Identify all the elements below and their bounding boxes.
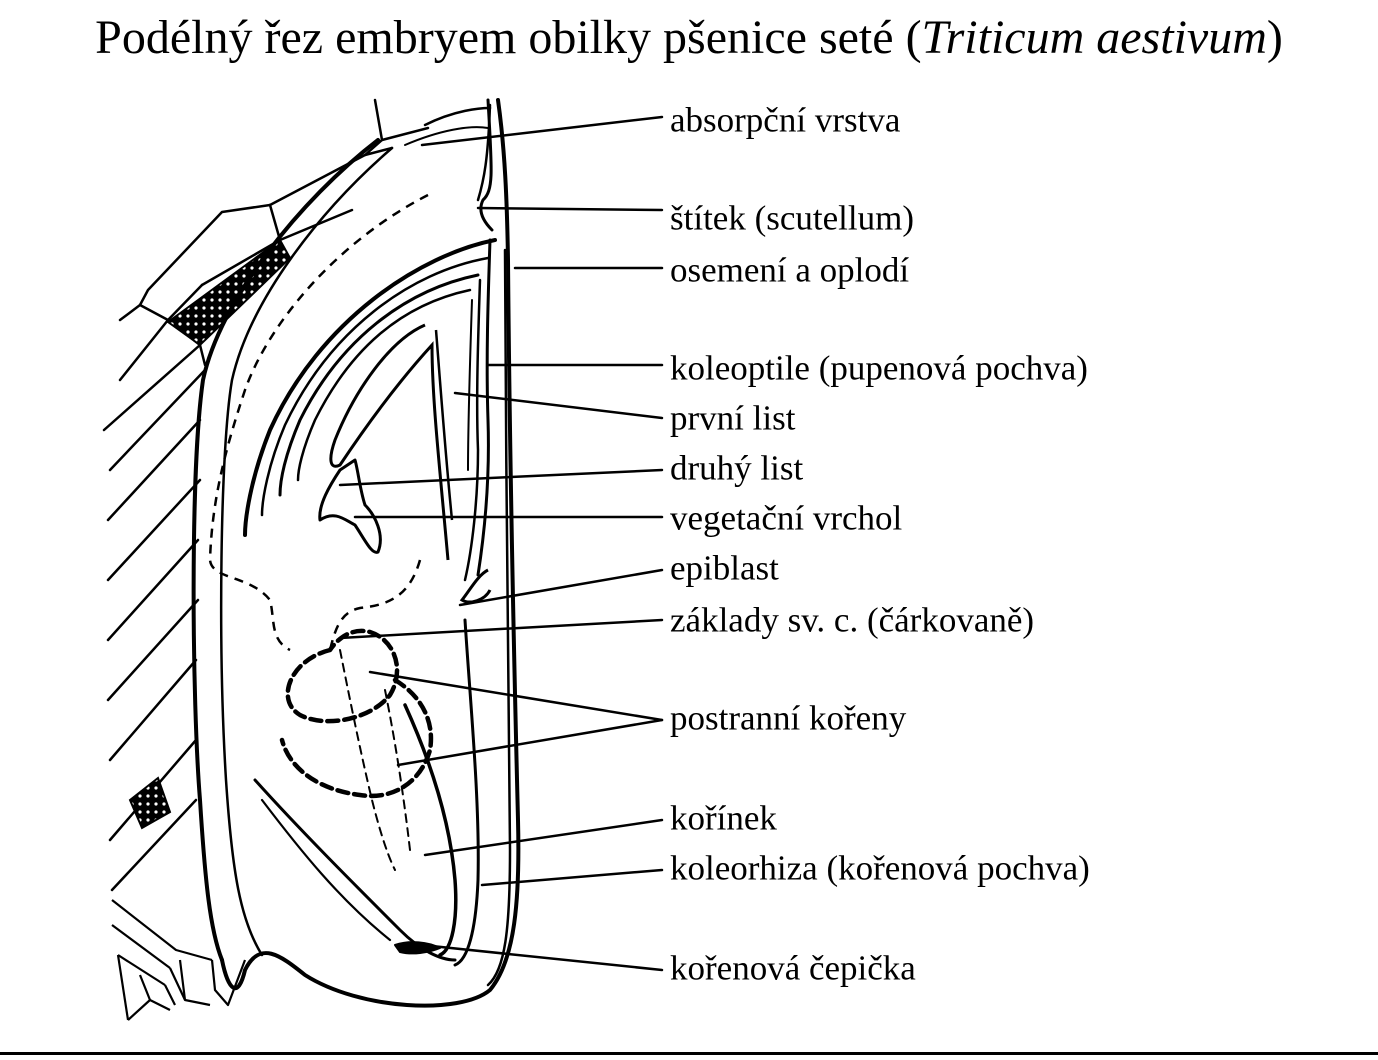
label-postranni-koreny: postranní kořeny [670,698,907,738]
label-koleoptile: koleoptile (pupenová pochva) [670,348,1088,388]
outer-boundary [191,98,521,1008]
vascular-dashed [328,559,422,651]
label-zaklady: základy sv. c. (čárkovaně) [670,600,1035,640]
leader-stitek [476,206,664,212]
leader-epiblast [458,568,664,607]
epiblast [459,568,492,604]
leader-koleorhiza [480,868,664,887]
label-prvni-list: první list [670,398,796,438]
label-stitek: štítek (scutellum) [670,198,914,238]
title-latin-name: Triticum aestivum [921,11,1267,64]
leader-druhy-list [338,468,664,487]
first-leaf [329,323,450,561]
label-druhy-list: druhý list [670,448,804,488]
lateral-roots [279,628,434,799]
radicle [253,618,480,967]
endosperm-cells [102,98,430,892]
label-absorpcni-vrstva: absorpční vrstva [670,100,901,140]
label-osemeni: osemení a oplodí [670,250,910,290]
coleoptile-arcs [243,238,497,582]
title-close: ) [1266,11,1283,64]
label-koleorhiza: koleorhiza (kořenová pochva) [670,848,1090,888]
label-vegetacni-vrchol: vegetační vrchol [670,498,903,538]
first-leaf-inner [434,329,454,521]
leader-postranni-koreny-2 [396,718,664,767]
label-korenova-cepicka: kořenová čepička [670,948,916,988]
label-korinek: kořínek [670,798,777,838]
label-epiblast: epiblast [670,548,779,588]
bottom-rule [0,1052,1378,1055]
second-leaf [318,458,382,554]
leader-prvni-list [453,391,664,420]
leader-lines [338,115,664,972]
leader-absorpcni-vrstva [420,115,664,147]
leader-postranni-koreny-1 [368,670,664,722]
title-text: Podélný řez embryem obilky pšenice seté … [95,11,922,64]
leader-korenova-cepicka [420,943,664,972]
scutellum-dashed [208,193,429,652]
dotted-cell-lower [128,776,172,830]
dotted-cell-upper [166,238,292,347]
diagram-title: Podélný řez embryem obilky pšenice seté … [0,11,1378,65]
base-cells [111,899,247,1021]
leader-korinek [423,818,664,857]
leader-zaklady [338,618,664,640]
